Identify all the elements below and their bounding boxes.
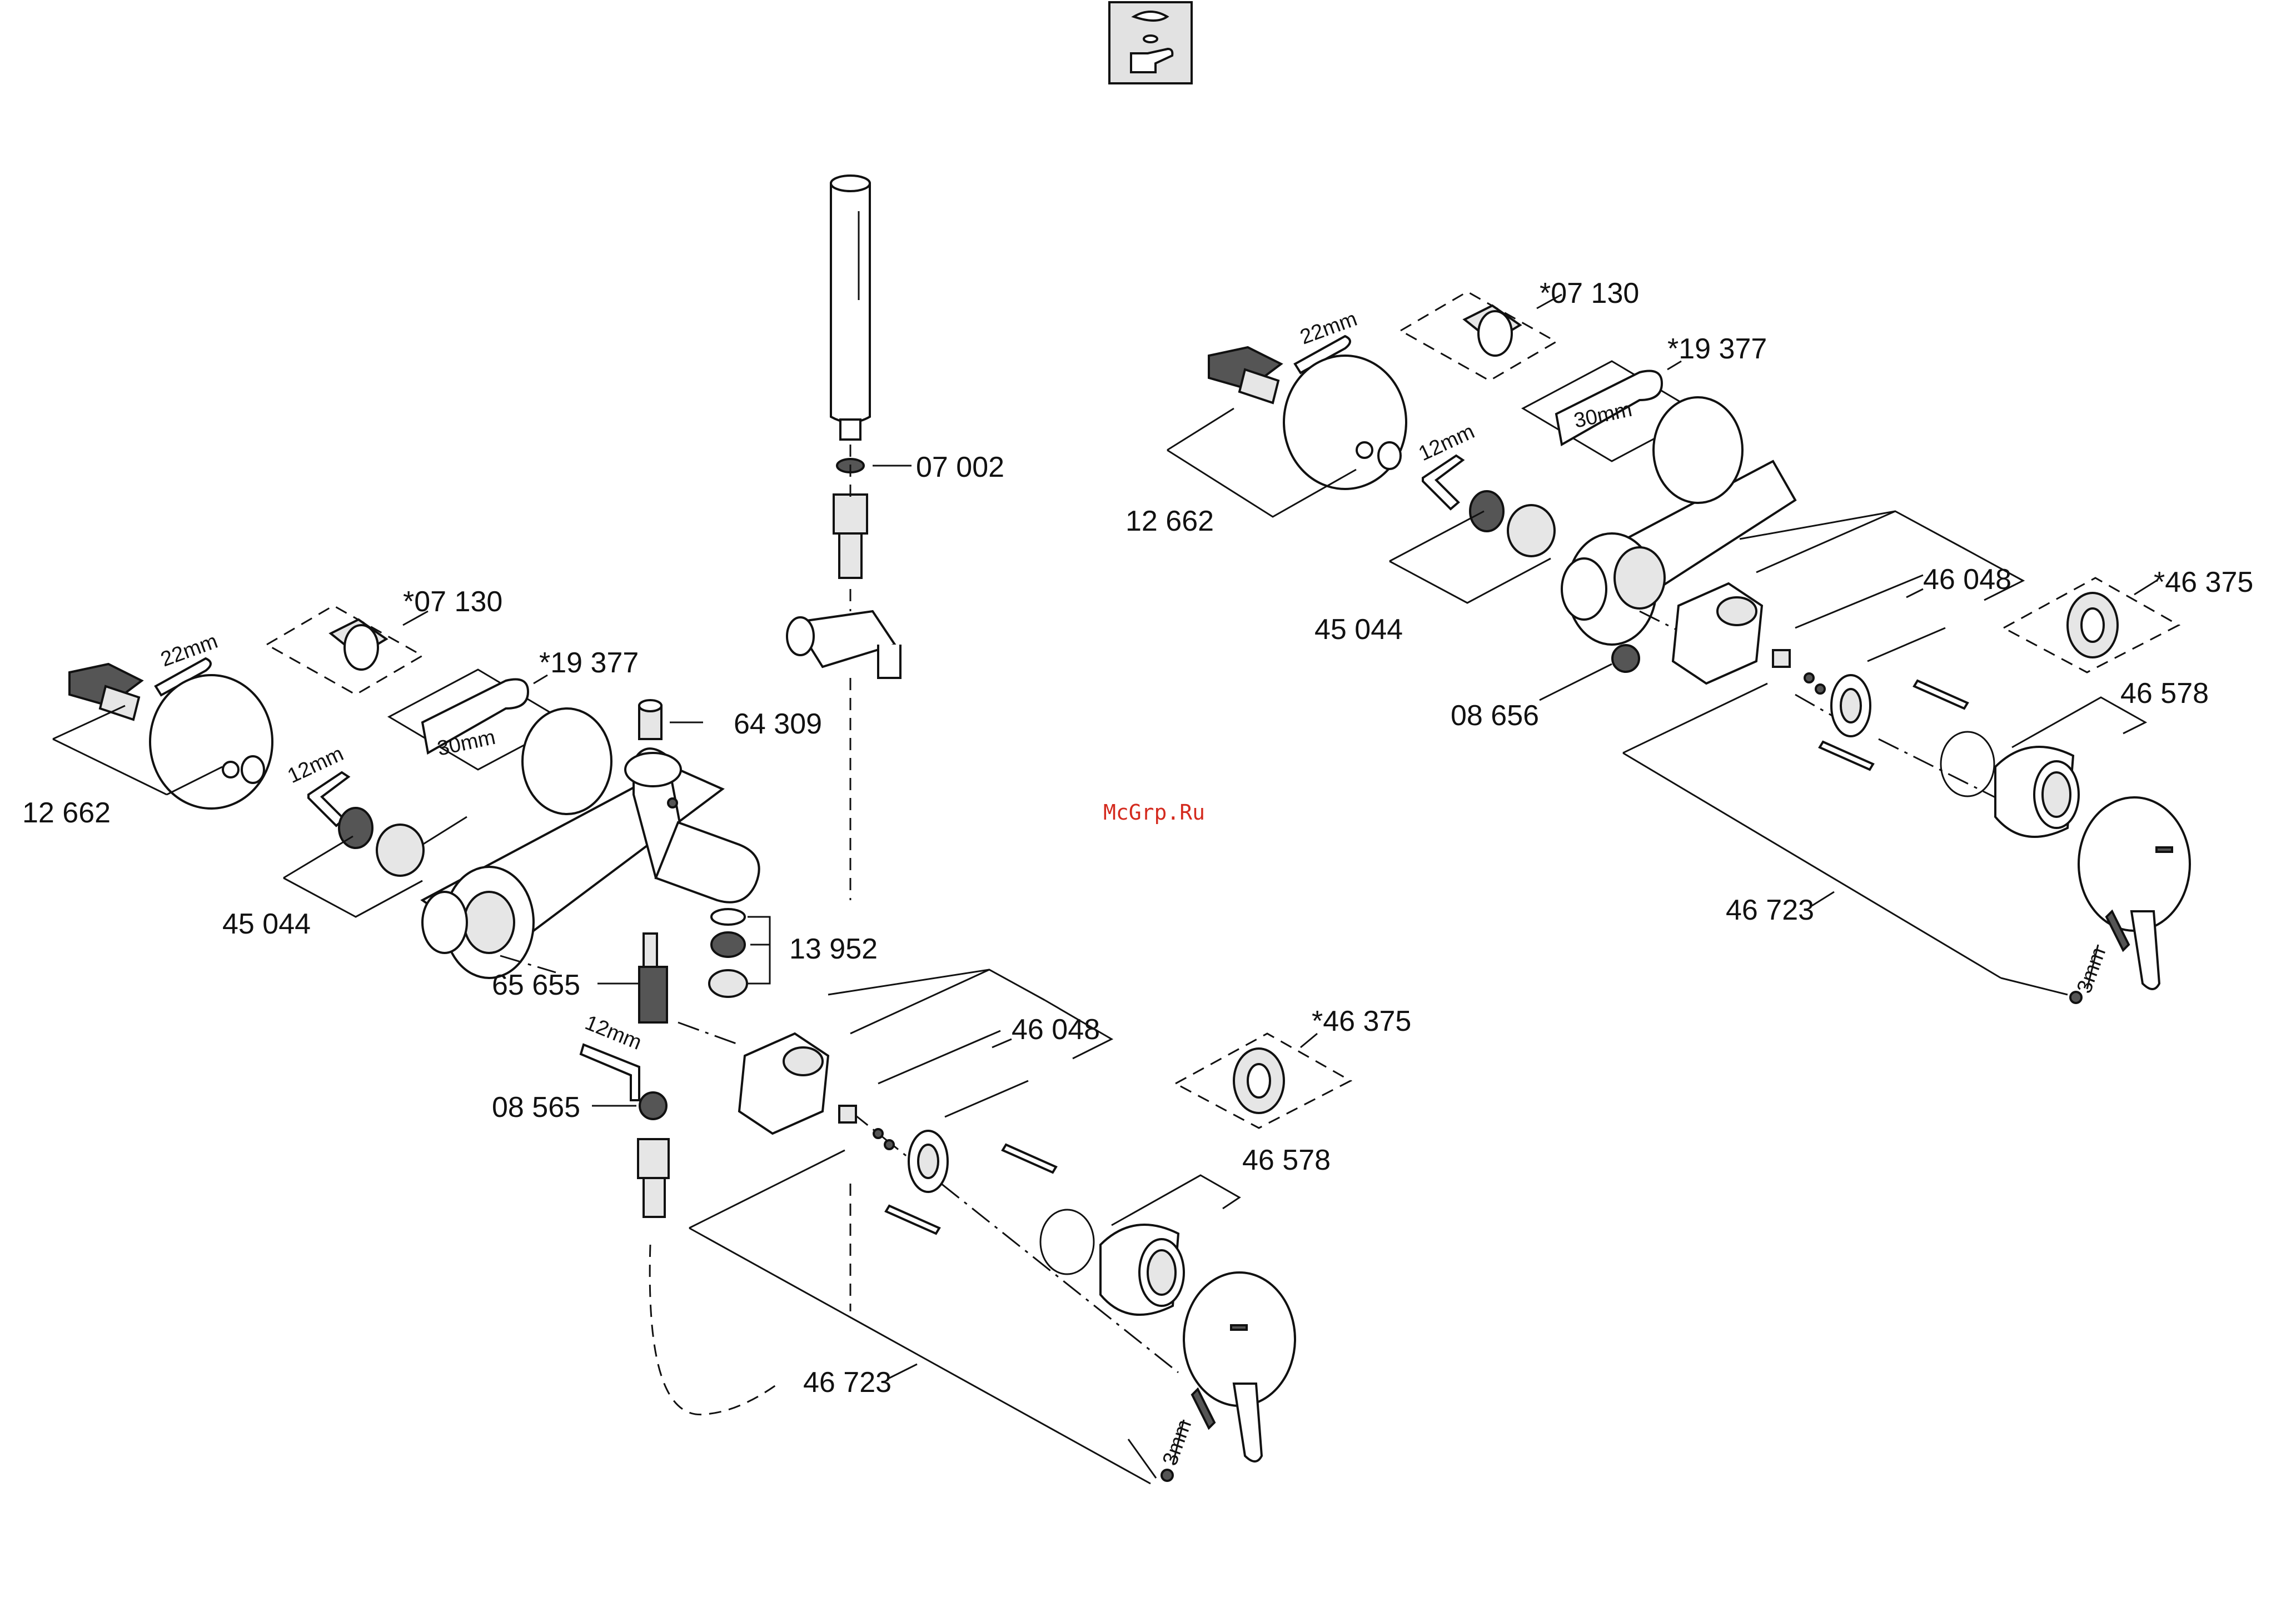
label-46723-left: 46 723	[803, 1366, 891, 1399]
escutcheon-12662	[150, 675, 272, 808]
dim-3mm-left: 3mm	[1158, 1416, 1196, 1469]
box-46375-right	[2004, 578, 2179, 672]
cap-64309	[639, 700, 661, 739]
set-screw-right: 3mm	[2070, 911, 2129, 1003]
label-46723-right: 46 723	[1726, 894, 1814, 926]
label-19377-right: *19 377	[1667, 333, 1767, 365]
watermark: McGrp.Ru	[1103, 800, 1205, 825]
label-46375-left: *46 375	[1312, 1005, 1411, 1037]
label-07130-left: *07 130	[403, 586, 502, 618]
label-07130-right: *07 130	[1540, 277, 1639, 310]
oring-46578-right	[1941, 732, 1994, 796]
hand-shower	[831, 176, 870, 440]
s-union-connector	[69, 664, 142, 720]
label-46048-left: 46 048	[1012, 1014, 1100, 1046]
tap-type-icon	[1109, 2, 1192, 83]
label-08656: 08 656	[1451, 700, 1539, 732]
nut-45044	[339, 808, 424, 876]
label-46375-right: *46 375	[2154, 566, 2253, 598]
label-45044-right: 45 044	[1314, 613, 1403, 646]
label-46578-right: 46 578	[2120, 677, 2209, 710]
nut-08565	[640, 1092, 666, 1119]
label-07002: 07 002	[916, 451, 1004, 483]
dim-12mm-right: 12mm	[1415, 420, 1478, 466]
label-64309: 64 309	[734, 708, 822, 740]
flange-left	[909, 1131, 948, 1192]
cartridge-46048-right	[1673, 583, 1825, 693]
nut-45044-right	[1470, 491, 1555, 556]
cartridge-46048-left	[739, 1034, 894, 1149]
wall-holder	[787, 611, 900, 678]
nut-08656	[1612, 645, 1639, 672]
label-19377-left: *19 377	[539, 647, 639, 679]
sleeve-46578-right	[1995, 747, 2079, 837]
box-07130	[267, 606, 428, 695]
label-13952: 13 952	[789, 933, 878, 965]
label-12662-right: 12 662	[1125, 505, 1214, 537]
box-07130-right	[1401, 292, 1562, 381]
hose-end-left	[638, 1139, 669, 1217]
sleeve-46578-left	[1100, 1225, 1184, 1315]
aerator-13952	[709, 909, 770, 997]
label-65655: 65 655	[492, 969, 580, 1001]
left-assembly: 07 002 22mm 12	[22, 176, 1411, 1484]
allen-key-12mm-right: 12mm	[1415, 420, 1478, 509]
oring-46578-left	[1040, 1210, 1094, 1274]
allen-key-12mm-lower: 12mm	[581, 1011, 645, 1100]
label-08565: 08 565	[492, 1091, 580, 1124]
label-46048-right: 46 048	[1923, 563, 2011, 596]
set-screw-left: 3mm	[1158, 1389, 1214, 1481]
label-46578-left: 46 578	[1242, 1144, 1331, 1176]
dim-3mm-right: 3mm	[2073, 944, 2110, 996]
right-assembly: 22mm 12 662 *07 130 30mm *19 377	[1125, 277, 2253, 1003]
flange-right	[1831, 675, 1870, 736]
diverter-65655	[639, 934, 667, 1022]
label-45044-left: 45 044	[222, 908, 311, 940]
box-46375-left	[1176, 1034, 1351, 1128]
hose-nut	[834, 495, 867, 578]
label-12662: 12 662	[22, 797, 111, 829]
lever-handle-left	[1184, 1272, 1295, 1461]
s-union-connector-right	[1209, 347, 1281, 403]
allen-key-12mm: 12mm	[284, 742, 348, 826]
